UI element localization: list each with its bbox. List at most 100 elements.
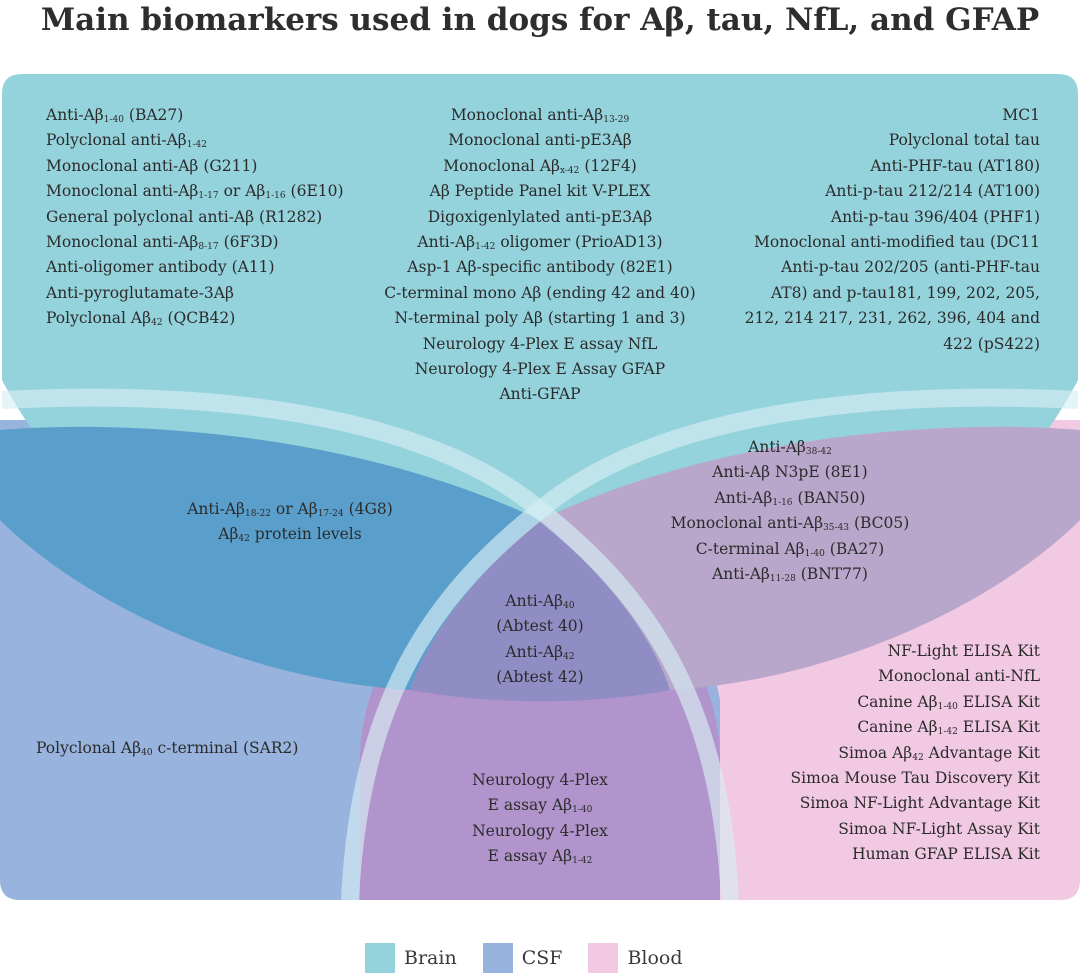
subscript: 1-16 [265, 191, 286, 202]
subscript: 11-28 [769, 574, 796, 585]
biomarker-text: Anti-Aβ [748, 438, 806, 456]
biomarker-item: Monoclonal anti-Aβ13-29 [370, 103, 710, 128]
biomarker-text: NF-Light ELISA Kit [887, 642, 1040, 660]
legend-item-brain: Brain [365, 943, 457, 973]
biomarker-item: Anti-Aβ42 [460, 640, 620, 665]
biomarker-item: Simoa Aβ42 Advantage Kit [700, 741, 1040, 766]
biomarker-text: Asp-1 Aβ-specific antibody (82E1) [407, 258, 673, 277]
biomarker-text: Canine Aβ [857, 692, 938, 711]
biomarker-text: Polyclonal anti-Aβ [46, 131, 187, 150]
biomarker-text: MC1 [1002, 106, 1040, 124]
biomarker-item: Monoclonal anti-NfL [700, 664, 1040, 689]
biomarker-item: Monoclonal anti-modified tau (DC11 [680, 230, 1040, 255]
biomarker-text: (12F4) [579, 156, 637, 175]
biomarker-item: Polyclonal Aβ42 (QCB42) [46, 306, 406, 331]
biomarker-item: N-terminal poly Aβ (starting 1 and 3) [370, 306, 710, 331]
subscript: 42 [238, 534, 250, 545]
biomarker-text: Anti-oligomer antibody (A11) [46, 258, 275, 277]
biomarker-text: N-terminal poly Aβ (starting 1 and 3) [394, 309, 686, 328]
biomarker-text: (Abtest 40) [496, 617, 584, 636]
subscript: 8-17 [198, 242, 219, 253]
biomarker-text: or Aβ [270, 500, 318, 518]
biomarker-item: Monoclonal Aβx-42 (12F4) [370, 154, 710, 179]
biomarker-text: Simoa Aβ [838, 743, 913, 762]
biomarker-text: Anti-Aβ [417, 233, 476, 252]
biomarker-text: (6F3D) [218, 233, 279, 252]
biomarker-text: Anti-p-tau 202/205 (anti-PHF-tau [781, 258, 1040, 277]
biomarker-item: Monoclonal anti-Aβ35-43 (BC05) [620, 511, 960, 536]
biomarker-item: (Abtest 40) [460, 614, 620, 639]
biomarker-item: Anti-Aβ1-40 (BA27) [46, 103, 406, 128]
biomarker-text: Anti-p-tau 212/214 (AT100) [825, 182, 1040, 201]
biomarker-item: Aβ Peptide Panel kit V-PLEX [370, 179, 710, 204]
biomarker-item: Anti-Aβ1-42 oligomer (PrioAD13) [370, 230, 710, 255]
biomarker-text: Anti-Aβ [505, 642, 564, 661]
biomarker-text: Monoclonal anti-modified tau (DC11 [754, 233, 1040, 252]
biomarker-text: (BNT77) [795, 565, 868, 584]
biomarker-text: (BAN50) [792, 488, 866, 507]
biomarker-item: Canine Aβ1-40 ELISA Kit [700, 690, 1040, 715]
subscript: 40 [563, 601, 575, 611]
biomarker-text: Human GFAP ELISA Kit [852, 845, 1040, 864]
biomarker-text: Monoclonal anti-pE3Aβ [448, 131, 632, 150]
biomarker-text: or Aβ [218, 182, 266, 201]
biomarker-text: Monoclonal anti-Aβ [46, 182, 199, 201]
biomarker-text: General polyclonal anti-Aβ (R1282) [46, 207, 323, 226]
biomarker-text: (BA27) [824, 539, 885, 558]
brain-blood-overlap [540, 426, 1080, 690]
biomarker-text: Simoa NF-Light Assay Kit [838, 819, 1040, 838]
biomarker-text: 422 (pS422) [943, 334, 1040, 353]
biomarker-item: C-terminal Aβ1-40 (BA27) [620, 537, 960, 562]
subscript: 42 [563, 651, 575, 662]
biomarker-text: Polyclonal Aβ [46, 309, 152, 328]
biomarker-text: ELISA Kit [957, 692, 1040, 711]
biomarker-text: Advantage Kit [923, 743, 1040, 762]
biomarker-text: Monoclonal anti-NfL [878, 667, 1040, 686]
region-brain-csf: Anti-Aβ18-22 or Aβ17-24 (4G8)Aβ42 protei… [150, 497, 430, 548]
biomarker-text: Monoclonal anti-Aβ (G211) [46, 156, 258, 175]
legend-swatch [588, 943, 619, 973]
biomarker-text: Anti-Aβ [712, 565, 770, 584]
biomarker-item: Polyclonal anti-Aβ1-42 [46, 128, 406, 153]
biomarker-item: Canine Aβ1-42 ELISA Kit [700, 715, 1040, 740]
biomarker-text: Anti-pyroglutamate-3Aβ [46, 283, 234, 302]
biomarker-item: Anti-p-tau 202/205 (anti-PHF-tau [680, 255, 1040, 280]
biomarker-item: Asp-1 Aβ-specific antibody (82E1) [370, 255, 710, 280]
biomarker-text: Anti-Aβ [46, 106, 104, 124]
region-csf-only: Polyclonal Aβ40 c-terminal (SAR2) [36, 736, 356, 761]
biomarker-item: Polyclonal total tau [680, 128, 1040, 153]
diagram-title: Main biomarkers used in dogs for Aβ, tau… [40, 2, 1040, 38]
biomarker-text: Monoclonal anti-Aβ [46, 233, 199, 252]
biomarker-item: Anti-oligomer antibody (A11) [46, 255, 406, 280]
biomarker-text: 212, 214 217, 231, 262, 396, 404 and [744, 309, 1040, 328]
biomarker-item: Neurology 4-Plex [420, 819, 660, 844]
separator-band-left-lens [341, 502, 546, 901]
biomarker-text: Anti-PHF-tau (AT180) [870, 156, 1040, 175]
biomarker-text: Anti-Aβ N3pE (8E1) [712, 463, 868, 482]
biomarker-text: Simoa NF-Light Advantage Kit [799, 794, 1040, 813]
subscript: 1-42 [937, 727, 958, 738]
biomarker-item: E assay Aβ1-40 [420, 793, 660, 818]
subscript: 42 [151, 318, 163, 329]
biomarker-text: Neurology 4-Plex E assay NfL [422, 334, 658, 353]
biomarker-text: Aβ Peptide Panel kit V-PLEX [429, 182, 651, 201]
biomarker-item: Aβ42 protein levels [150, 522, 430, 547]
subscript: 1-42 [572, 856, 593, 867]
subscript: 13-29 [603, 115, 630, 125]
separator-band-right-lens [534, 502, 739, 901]
subscript: 1-40 [804, 548, 825, 559]
biomarker-text: (4G8) [343, 500, 393, 518]
biomarker-item: Monoclonal anti-Aβ8-17 (6F3D) [46, 230, 406, 255]
biomarker-text: Neurology 4-Plex [472, 821, 608, 840]
biomarker-text: Polyclonal total tau [888, 131, 1040, 150]
legend-swatch [482, 943, 513, 973]
biomarker-text: Anti-Aβ [187, 500, 245, 518]
biomarker-text: E assay Aβ [487, 847, 573, 866]
biomarker-text: Monoclonal anti-Aβ [450, 106, 604, 124]
biomarker-item: E assay Aβ1-42 [420, 844, 660, 869]
biomarker-item: NF-Light ELISA Kit [700, 639, 1040, 664]
